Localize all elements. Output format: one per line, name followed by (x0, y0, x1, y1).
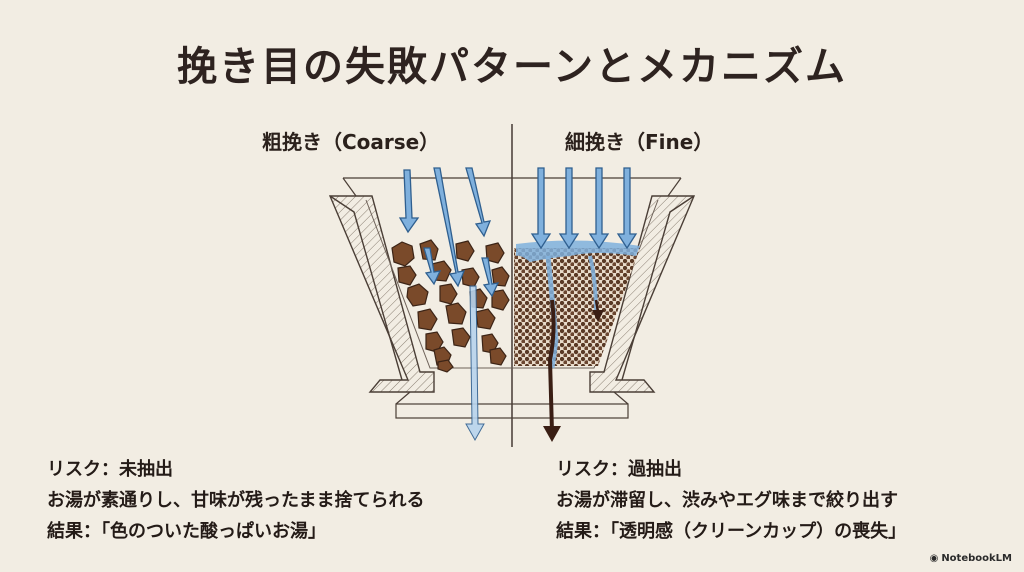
fine-water-arrows (530, 167, 638, 250)
page-title: 挽き目の失敗パターンとメカニズム (177, 43, 847, 90)
brand-label: NotebookLM (941, 553, 1012, 564)
fine-description: お湯が滞留し、渋みやエグ味まで絞り出す (556, 490, 898, 511)
coarse-grounds (391, 239, 510, 373)
pass-through-arrow (465, 285, 485, 442)
coarse-caption: リスク：未抽出 お湯が素通りし、甘味が残ったまま捨てられる 結果：「色のついた酸… (47, 454, 424, 547)
fine-grounds (514, 248, 640, 366)
coarse-label: 粗挽き（Coarse） (262, 130, 440, 154)
fine-risk: リスク：過抽出 (556, 459, 682, 480)
brand-watermark: ◉NotebookLM (930, 553, 1012, 564)
notebooklm-logo-icon: ◉ (929, 553, 939, 564)
fine-caption: リスク：過抽出 お湯が滞留し、渋みやエグ味まで絞り出す 結果：「透明感（クリーン… (556, 454, 906, 547)
coarse-result: 結果：「色のついた酸っぱいお湯」 (47, 521, 326, 542)
coarse-risk: リスク：未抽出 (47, 459, 173, 480)
fine-label: 細挽き（Fine） (565, 130, 714, 154)
dark-drip (547, 299, 556, 433)
fine-result: 結果：「透明感（クリーンカップ）の喪失」 (556, 521, 907, 542)
coarse-description: お湯が素通りし、甘味が残ったまま捨てられる (47, 490, 425, 511)
dripper-body (328, 177, 696, 419)
coarse-water-arrows (398, 167, 500, 298)
